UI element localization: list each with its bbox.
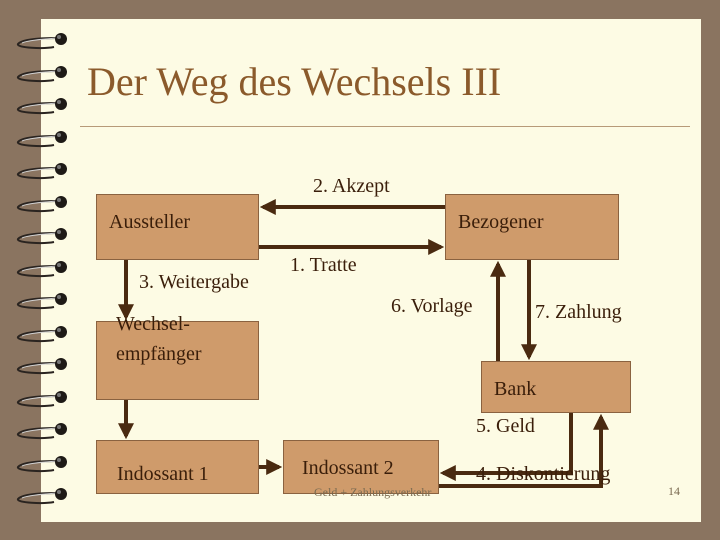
arrow-geld	[439, 413, 573, 481]
spiral-ring-icon	[14, 30, 68, 50]
box-label: Indossant 1	[117, 463, 209, 485]
label-geld: 5. Geld	[476, 415, 535, 437]
box-label: Bank	[494, 378, 537, 400]
spiral-ring-icon	[14, 160, 68, 180]
title-divider	[80, 126, 690, 127]
box-indossant-1: Indossant 1	[96, 440, 259, 494]
box-label-line1: Wechsel-	[116, 313, 190, 335]
spiral-ring-icon	[14, 453, 68, 473]
spiral-ring-icon	[14, 63, 68, 83]
page-number: 14	[668, 484, 680, 498]
box-label-line2: empfänger	[116, 343, 202, 365]
box-bank: Bank	[481, 361, 631, 413]
spiral-ring-icon	[14, 225, 68, 245]
spiral-ring-icon	[14, 485, 68, 505]
slide-footer: Geld + Zahlungsverkehr	[314, 485, 432, 499]
spiral-ring-icon	[14, 290, 68, 310]
label-vorlage: 6. Vorlage	[391, 295, 473, 317]
spiral-ring-icon	[14, 95, 68, 115]
label-diskontierung: 4. Diskontierung	[476, 463, 611, 485]
slide-page	[41, 19, 701, 522]
spiral-ring-icon	[14, 420, 68, 440]
spiral-ring-icon	[14, 388, 68, 408]
slide-title: Der Weg des Wechsels III	[87, 59, 502, 104]
label-tratte: 1. Tratte	[290, 254, 357, 276]
box-indossant-2: Indossant 2	[283, 440, 439, 494]
label-zahlung: 7. Zahlung	[535, 301, 622, 323]
box-label: Indossant 2	[302, 457, 394, 479]
box-wechselempfaenger: Wechsel-	[96, 321, 259, 400]
box-aussteller: Aussteller	[96, 194, 259, 260]
label-akzept: 2. Akzept	[313, 175, 390, 197]
label-weitergabe: 3. Weitergabe	[139, 271, 249, 293]
box-label: Aussteller	[109, 211, 191, 233]
box-bezogener: Bezogener	[445, 194, 619, 260]
spiral-ring-icon	[14, 193, 68, 213]
spiral-ring-icon	[14, 258, 68, 278]
arrow-diskontierung	[439, 413, 609, 488]
spiral-ring-icon	[14, 355, 68, 375]
spiral-ring-icon	[14, 323, 68, 343]
spiral-ring-icon	[14, 128, 68, 148]
box-label: Bezogener	[458, 211, 544, 233]
